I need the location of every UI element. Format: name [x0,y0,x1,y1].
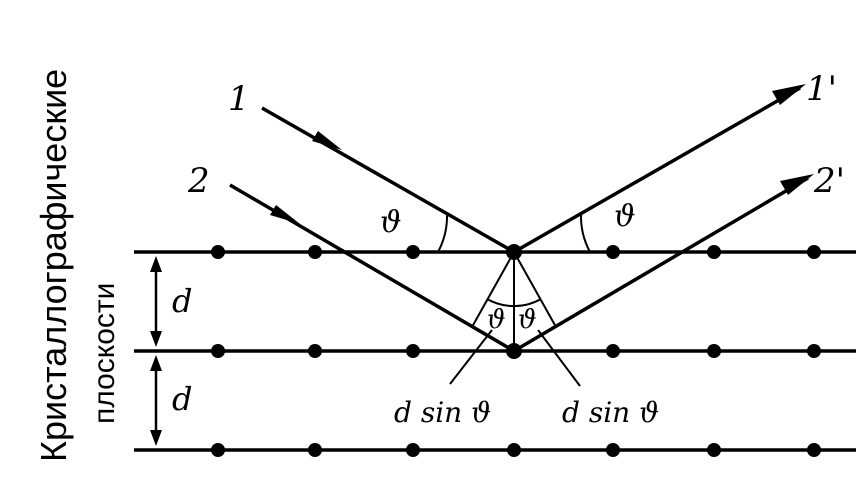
perpendicular-left [471,251,515,328]
atom [308,443,322,457]
atom [308,245,322,259]
angle-label-reflected: ϑ [614,199,635,234]
path-difference-label-right: d sin ϑ [562,396,659,429]
reflected-ray-2 [513,176,809,353]
inner-angle-arc [486,298,542,308]
ray-label-2: 2 [187,161,210,201]
atom [211,245,225,259]
angle-label-inner-left: ϑ [487,305,506,335]
atom [807,245,821,259]
atom [308,344,322,358]
leader-line-right [537,329,581,387]
perpendicular-right [513,251,557,328]
reflected-ray-2-arrow [780,174,814,195]
angle-label-incident: ϑ [380,205,401,240]
spacing-label-upper: d [172,282,192,320]
atom [807,443,821,457]
incident-ray-1-arrow [312,131,342,150]
atom [707,344,721,358]
leader-line-left [449,329,493,385]
path-difference-label-left: d sin ϑ [394,396,491,429]
ray-label-1: 1 [228,79,250,119]
spacing-label-lower: d [172,380,192,418]
atom [807,344,821,358]
atom [507,443,521,457]
atom [707,245,721,259]
arrowhead-up [150,256,162,272]
incident-ray-2-arrow [270,205,300,224]
arrowhead-down [150,430,162,446]
atom [211,344,225,358]
reflected-angle-arc [579,213,591,253]
arrowhead-up [150,355,162,371]
atom [406,344,420,358]
atom [606,245,620,259]
reflected-ray-1 [513,86,801,254]
incident-ray-1 [261,106,515,254]
atom [211,443,225,457]
atom [606,443,620,457]
atom [606,344,620,358]
arrowhead-down [150,331,162,347]
angle-label-inner-right: ϑ [518,305,537,335]
atom [707,443,721,457]
atom [406,443,420,457]
atom [406,245,420,259]
ray-label-2-prime: 2' [813,161,845,201]
side-label-line1: Кристаллографические [33,69,74,462]
side-label-line2: плоскости [88,283,121,424]
ray-label-1-prime: 1' [806,69,837,109]
incident-angle-arc [437,213,449,253]
reflected-ray-1-arrow [772,84,806,105]
